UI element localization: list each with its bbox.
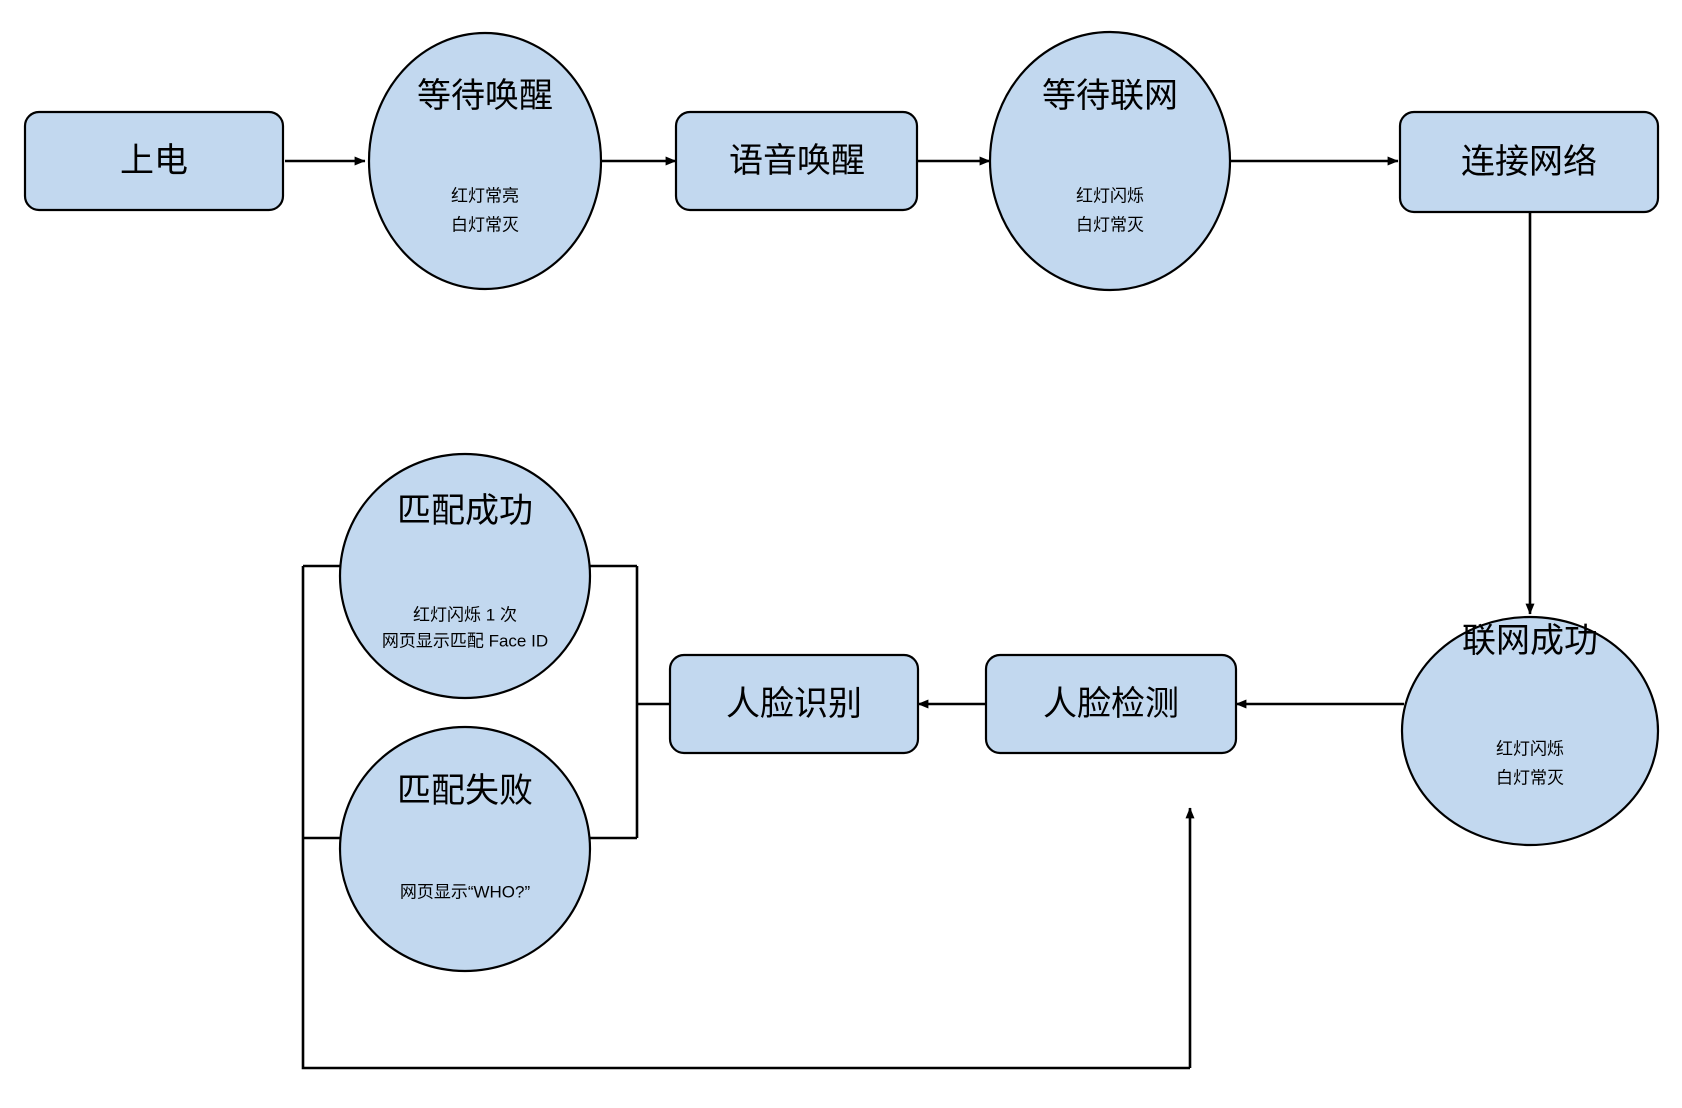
- node-match-success-title: 匹配成功: [397, 492, 533, 530]
- node-power-on-title: 上电: [120, 142, 188, 180]
- node-wait-network-sub-2: 白灯常灭: [1076, 215, 1144, 234]
- node-match-failure-title: 匹配失败: [397, 772, 533, 810]
- node-wait-network-sub-1: 红灯闪烁: [1076, 186, 1144, 205]
- node-connect-network-title: 连接网络: [1461, 143, 1597, 181]
- edge-layer: [285, 156, 1535, 1070]
- node-wait-wakeup[interactable]: 等待唤醒 红灯常亮 白灯常灭: [367, 31, 603, 291]
- node-power-on-shape[interactable]: [23, 110, 285, 212]
- node-wait-wakeup-sub-2: 白灯常灭: [451, 215, 519, 234]
- node-wait-wakeup-title: 等待唤醒: [417, 77, 553, 115]
- node-match-failure-sub-1: 网页显示“WHO?”: [400, 882, 531, 901]
- node-voice-wakeup-shape[interactable]: [674, 110, 919, 212]
- node-face-detect[interactable]: 人脸检测: [984, 653, 1238, 755]
- node-face-recognize[interactable]: 人脸识别: [668, 653, 920, 755]
- node-match-failure[interactable]: 匹配失败 网页显示“WHO?”: [338, 725, 592, 973]
- node-network-success-title: 联网成功: [1462, 622, 1598, 660]
- node-voice-wakeup-title: 语音唤醒: [729, 142, 865, 180]
- node-face-recognize-shape[interactable]: [668, 653, 920, 755]
- node-wait-wakeup-shape[interactable]: [367, 31, 603, 291]
- node-face-recognize-title: 人脸识别: [726, 685, 862, 723]
- node-match-success[interactable]: 匹配成功 红灯闪烁 1 次 网页显示匹配 Face ID: [338, 452, 592, 700]
- node-network-success[interactable]: 联网成功 红灯闪烁 白灯常灭: [1400, 615, 1660, 847]
- node-wait-network-shape[interactable]: [988, 30, 1232, 292]
- node-connect-network-shape[interactable]: [1398, 110, 1660, 214]
- edge-left-return-rail: [301, 566, 1190, 1070]
- node-power-on[interactable]: 上电: [23, 110, 285, 212]
- node-match-success-shape[interactable]: [338, 452, 592, 700]
- node-wait-network-title: 等待联网: [1042, 77, 1178, 115]
- node-network-success-sub-2: 白灯常灭: [1496, 768, 1564, 787]
- node-network-success-sub-1: 红灯闪烁: [1496, 739, 1564, 758]
- node-layer: 上电 等待唤醒 红灯常亮 白灯常灭 语音唤醒 等待联网 红灯闪烁 白灯常灭: [23, 30, 1660, 973]
- node-wait-wakeup-sub-1: 红灯常亮: [451, 186, 519, 205]
- node-network-success-shape[interactable]: [1400, 615, 1660, 847]
- node-match-success-sub-2: 网页显示匹配 Face ID: [382, 631, 548, 650]
- node-face-detect-shape[interactable]: [984, 653, 1238, 755]
- node-wait-network[interactable]: 等待联网 红灯闪烁 白灯常灭: [988, 30, 1232, 292]
- node-connect-network[interactable]: 连接网络: [1398, 110, 1660, 214]
- node-voice-wakeup[interactable]: 语音唤醒: [674, 110, 919, 212]
- node-face-detect-title: 人脸检测: [1043, 685, 1179, 723]
- node-match-success-sub-1: 红灯闪烁 1 次: [413, 605, 517, 624]
- node-match-failure-shape[interactable]: [338, 725, 592, 973]
